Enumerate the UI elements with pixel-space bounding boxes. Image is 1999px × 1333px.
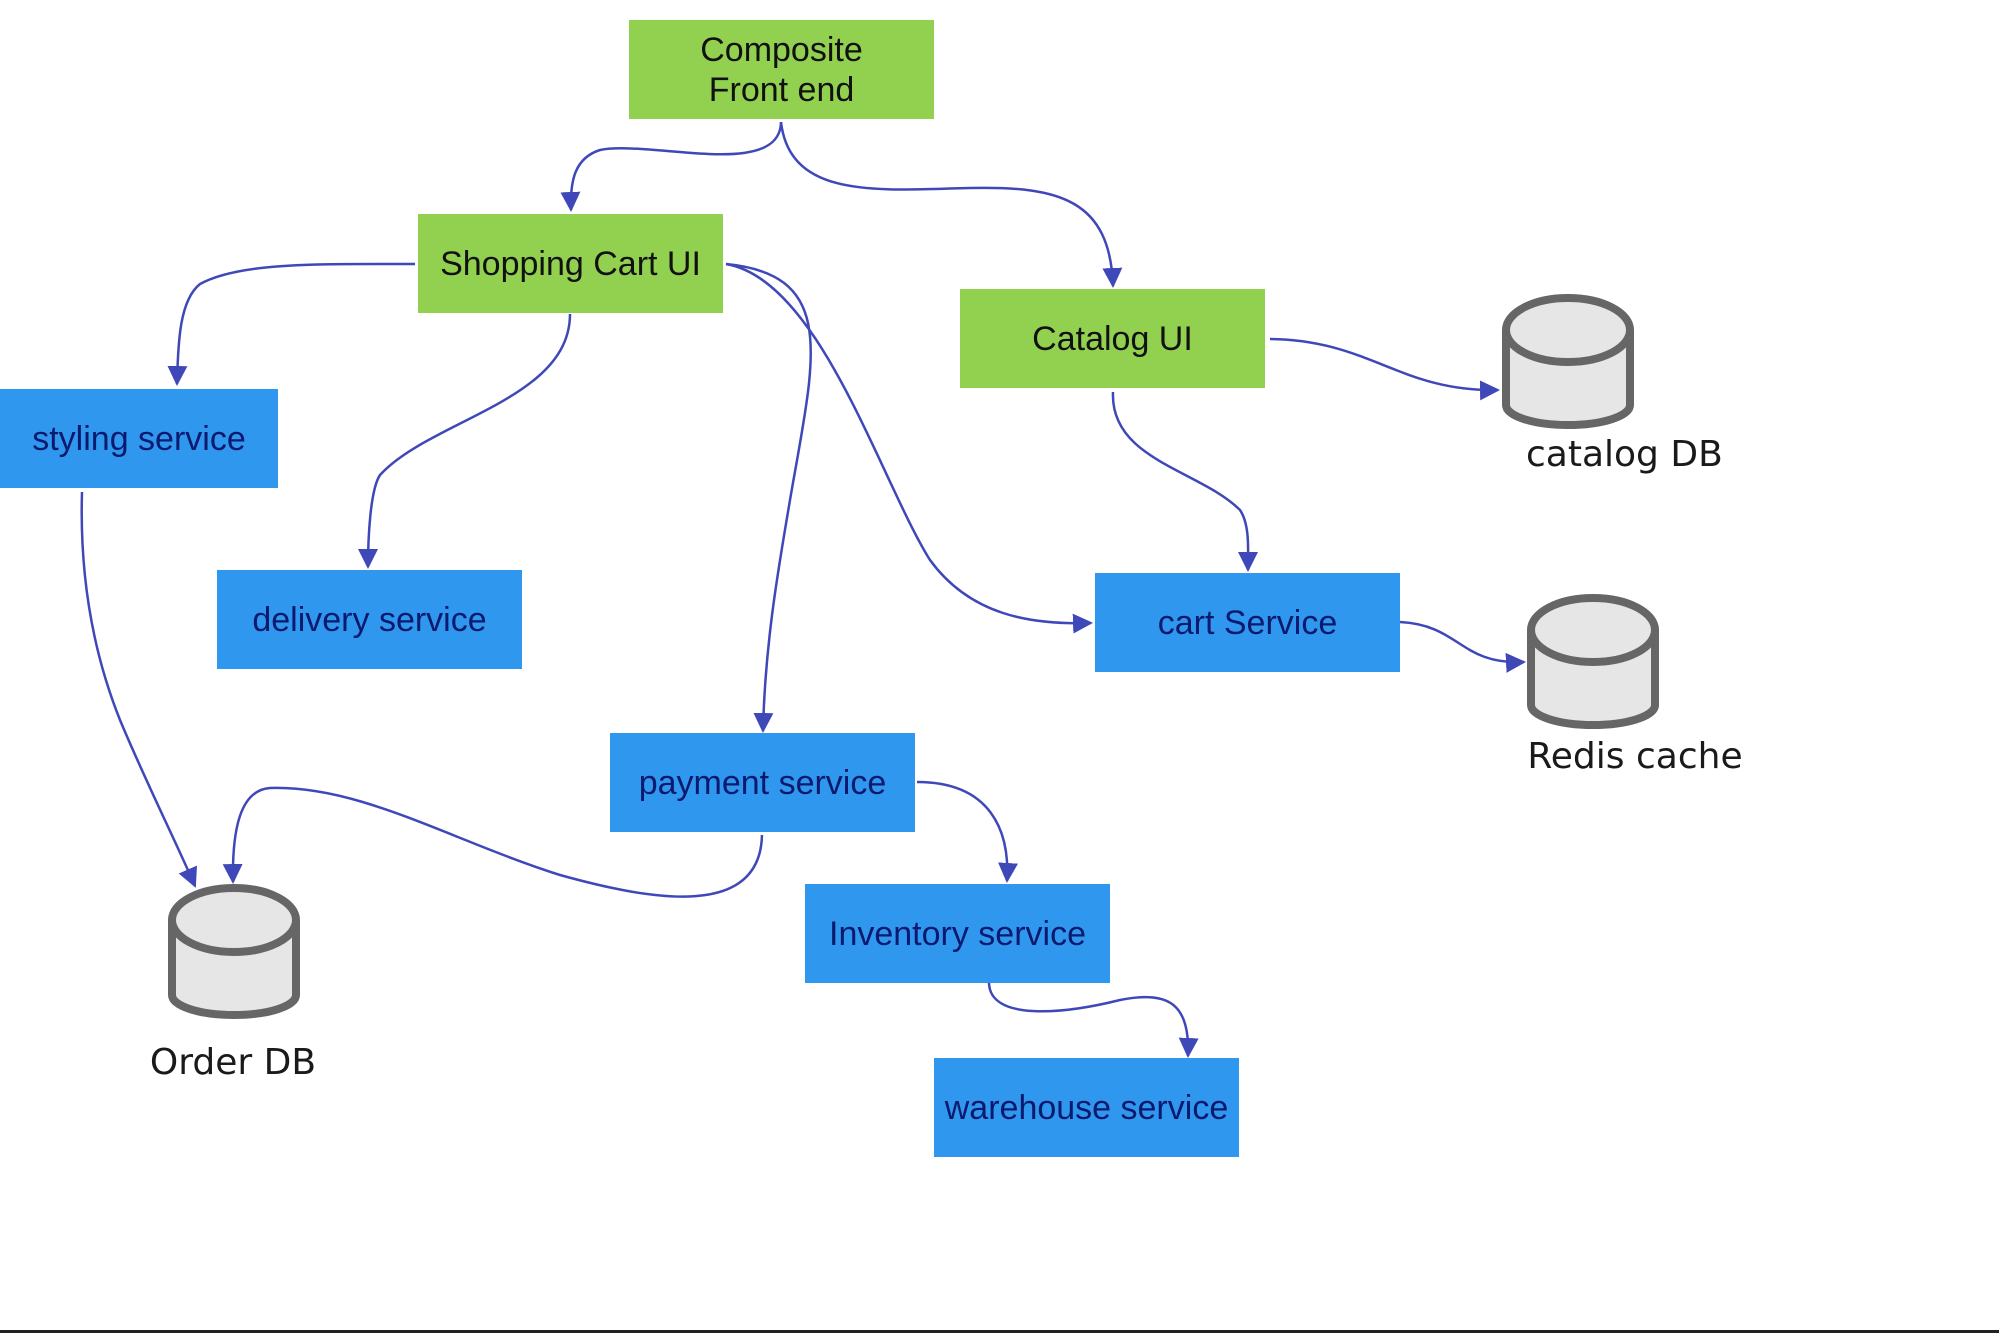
node-warehouse-service: warehouse service — [934, 1058, 1239, 1157]
node-cart-service-label: cart Service — [1157, 603, 1338, 642]
edge-payment-to-inventory — [916, 780, 1019, 883]
node-delivery-service: delivery service — [217, 570, 522, 669]
node-delivery-service-label: delivery service — [252, 600, 487, 639]
node-shopping-cart-ui: Shopping Cart UI — [418, 214, 723, 313]
edge-styling-to-order-db — [80, 491, 197, 888]
edge-payment-to-order-db — [222, 786, 764, 898]
order-db-icon — [168, 884, 300, 1019]
edge-catalog-to-catalog-db — [1269, 337, 1500, 401]
node-payment-service: payment service — [610, 733, 915, 832]
node-catalog-ui: Catalog UI — [960, 289, 1265, 388]
edge-shopping-cart-to-styling — [167, 262, 416, 386]
node-composite-frontend: Composite Front end — [629, 20, 934, 119]
edge-frontend-to-catalog — [779, 121, 1123, 288]
edge-cart-service-to-redis — [1399, 620, 1526, 673]
catalog-db-label: catalog DB — [1526, 434, 1723, 475]
redis-cache-icon — [1527, 594, 1659, 729]
node-payment-service-label: payment service — [638, 763, 887, 802]
bottom-rule — [0, 1330, 1999, 1333]
node-styling-service: styling service — [0, 389, 278, 488]
order-db-label: Order DB — [149, 1042, 317, 1083]
edge-frontend-to-shopping-cart — [560, 121, 783, 212]
node-warehouse-service-label: warehouse service — [944, 1088, 1229, 1127]
node-cart-service: cart Service — [1095, 573, 1400, 672]
catalog-db-icon — [1502, 294, 1634, 429]
redis-cache-label: Redis cache — [1527, 736, 1743, 777]
node-composite-frontend-label: Composite Front end — [700, 30, 863, 109]
node-inventory-service-label: Inventory service — [829, 914, 1086, 953]
edge-inventory-to-warehouse — [987, 982, 1199, 1058]
node-styling-service-label: styling service — [32, 419, 246, 458]
node-inventory-service: Inventory service — [805, 884, 1110, 983]
edge-shopping-cart-to-delivery — [358, 313, 572, 569]
edge-shopping-cart-to-cart-service — [725, 262, 1093, 634]
edge-shopping-cart-to-payment — [725, 262, 813, 733]
node-shopping-cart-ui-label: Shopping Cart UI — [440, 244, 701, 283]
node-catalog-ui-label: Catalog UI — [1032, 319, 1193, 358]
edge-catalog-to-cart-service — [1111, 391, 1259, 572]
